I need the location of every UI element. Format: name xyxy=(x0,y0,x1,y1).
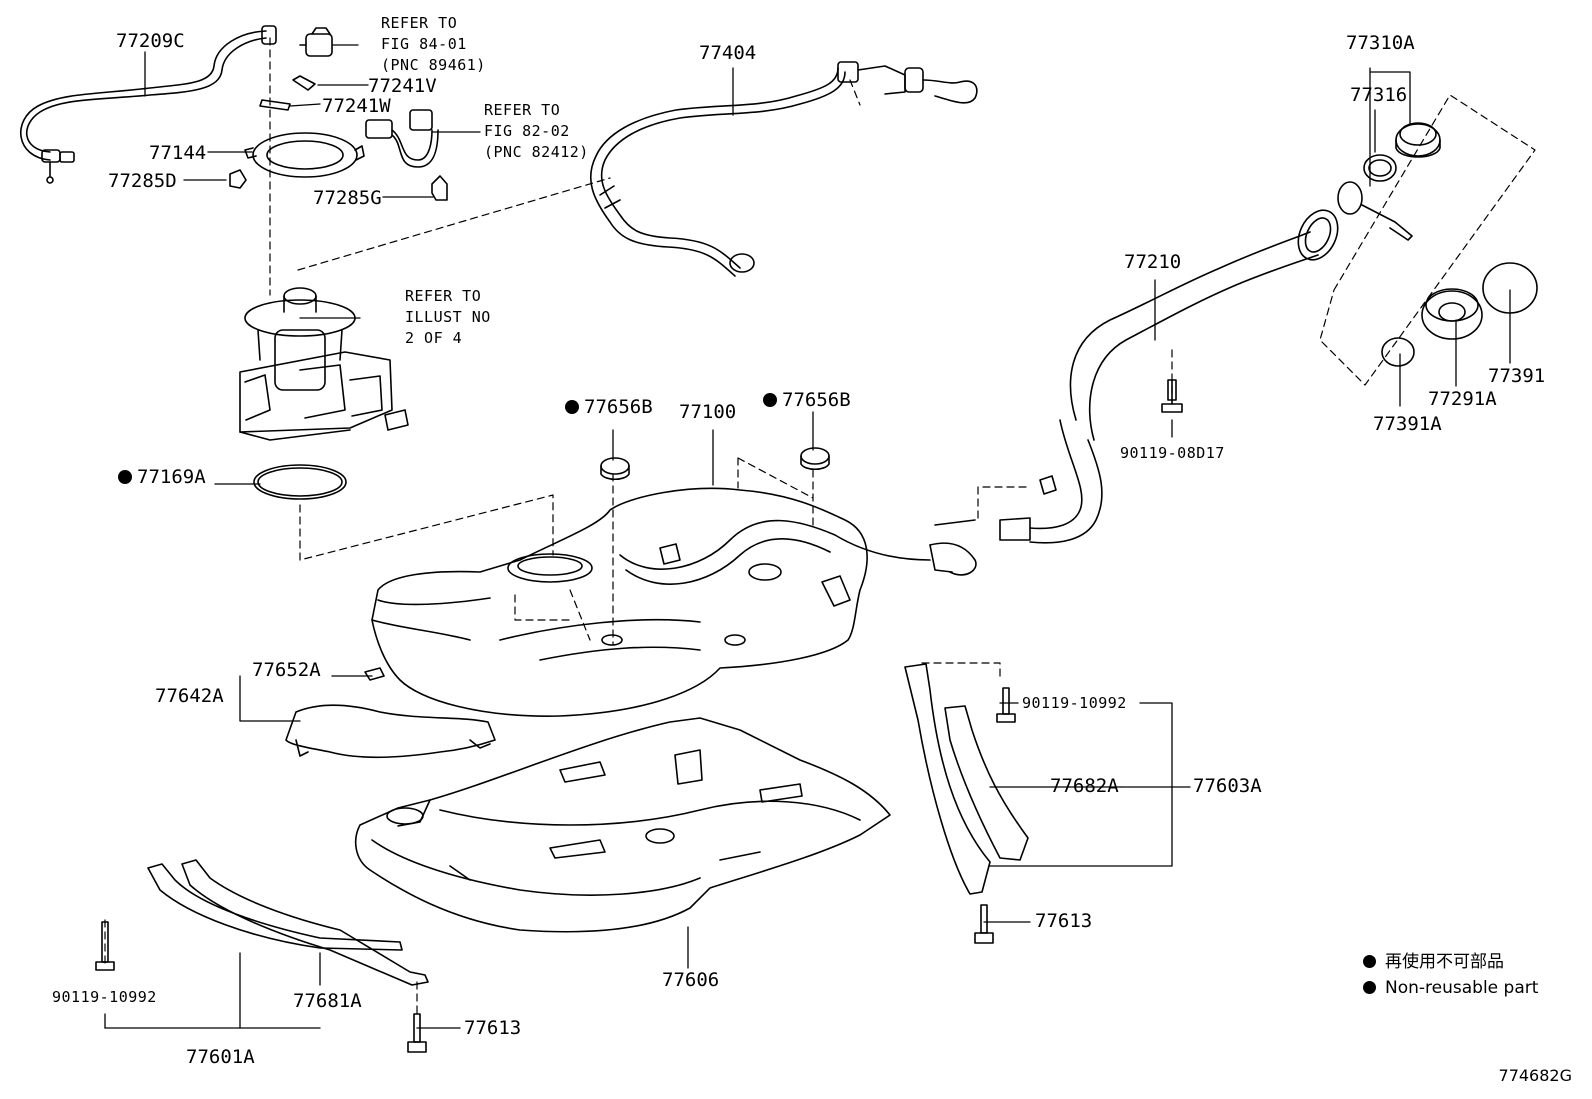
clip-77241v xyxy=(292,75,316,91)
bolt-90119-08d17 xyxy=(1161,379,1183,413)
part-label-77310a[interactable]: 77310A xyxy=(1346,32,1415,54)
fuel-pump-module xyxy=(239,287,409,441)
part-label-77656b-right[interactable]: 77656B xyxy=(763,390,851,411)
leader-lines xyxy=(104,44,1511,1029)
clip-77241w xyxy=(259,99,291,111)
gasket-77316 xyxy=(1363,154,1397,182)
cap-tether xyxy=(1337,181,1413,241)
bolt-77613-left xyxy=(407,1013,427,1053)
grommet-77656b-1 xyxy=(600,457,630,481)
part-label-77603a[interactable]: 77603A xyxy=(1193,775,1262,797)
part-label-77656b-left[interactable]: 77656B xyxy=(565,397,653,418)
vent-hose-77209c xyxy=(20,25,277,184)
part-label-77404[interactable]: 77404 xyxy=(699,42,757,64)
part-label-77391a[interactable]: 77391A xyxy=(1373,413,1442,435)
part-label-77316[interactable]: 77316 xyxy=(1350,84,1408,106)
part-label-77682a[interactable]: 77682A xyxy=(1050,775,1119,797)
part-label-77291a[interactable]: 77291A xyxy=(1428,388,1497,410)
protector-77642a xyxy=(285,667,496,759)
assembly-dashed-lines xyxy=(104,37,1536,1016)
connector-89461 xyxy=(299,27,333,57)
part-label-77613-right[interactable]: 77613 xyxy=(1035,910,1093,932)
part-label-77652a[interactable]: 77652A xyxy=(252,659,321,681)
part-label-77100[interactable]: 77100 xyxy=(679,401,737,423)
part-label-77613-left[interactable]: 77613 xyxy=(464,1017,522,1039)
part-label-77210[interactable]: 77210 xyxy=(1124,251,1182,273)
reference-note-fig-82-02[interactable]: REFER TO FIG 82-02 (PNC 82412) xyxy=(484,101,589,161)
part-label-77285g[interactable]: 77285G xyxy=(313,187,382,209)
legend-dot xyxy=(1363,955,1376,968)
non-reusable-marker xyxy=(565,400,579,414)
hose-77404 xyxy=(589,61,978,277)
legend-non-reusable-en: Non-reusable part xyxy=(1363,978,1538,999)
cap-77291a xyxy=(1421,288,1483,340)
bracket-77285g xyxy=(431,175,448,201)
band-77603a xyxy=(904,663,991,895)
gasket-77169a xyxy=(253,464,347,500)
illustration-code: 774682G xyxy=(1498,1066,1572,1085)
part-label-90119-10992-left[interactable]: 90119-10992 xyxy=(52,988,157,1006)
bolt-90119-10992-left xyxy=(95,921,115,971)
harness-82412 xyxy=(365,109,439,168)
part-label-77681a[interactable]: 77681A xyxy=(293,990,362,1012)
filler-pipe-77210 xyxy=(929,209,1339,576)
part-label-77241w[interactable]: 77241W xyxy=(322,95,391,117)
reference-note-illust-2-of-4[interactable]: REFER TO ILLUST NO 2 OF 4 xyxy=(405,287,491,347)
bolt-90119-10992-right xyxy=(996,687,1016,723)
grommet-77285d xyxy=(229,169,247,189)
part-label-77241v[interactable]: 77241V xyxy=(368,75,437,97)
part-label-77642a[interactable]: 77642A xyxy=(155,685,224,707)
part-label-77169a[interactable]: 77169A xyxy=(118,467,206,488)
part-label-77285d[interactable]: 77285D xyxy=(108,170,177,192)
reference-note-fig-84-01[interactable]: REFER TO FIG 84-01 (PNC 89461) xyxy=(381,14,486,74)
part-label-77209c[interactable]: 77209C xyxy=(116,30,185,52)
retainer-ring-77144 xyxy=(244,132,365,178)
band-77681a xyxy=(147,859,429,986)
fuel-tank-77100 xyxy=(371,487,931,717)
band-77682a xyxy=(944,705,1029,861)
under-cover-77606 xyxy=(354,717,891,933)
part-label-77601a[interactable]: 77601A xyxy=(186,1046,255,1068)
seal-77391a xyxy=(1381,337,1415,367)
part-label-77606[interactable]: 77606 xyxy=(662,969,720,991)
part-label-90119-10992-right[interactable]: 90119-10992 xyxy=(1022,694,1127,712)
bolt-77613-right xyxy=(974,904,994,944)
grommet-77656b-2 xyxy=(800,447,830,471)
seal-77391 xyxy=(1482,262,1538,314)
non-reusable-marker xyxy=(118,470,132,484)
part-label-77144[interactable]: 77144 xyxy=(149,142,207,164)
non-reusable-marker xyxy=(763,393,777,407)
cap-77310a xyxy=(1395,122,1441,158)
legend-dot xyxy=(1363,981,1376,994)
part-label-90119-08d17[interactable]: 90119-08D17 xyxy=(1120,444,1225,462)
legend-non-reusable-jp: 再使用不可部品 xyxy=(1363,952,1504,973)
part-label-77391[interactable]: 77391 xyxy=(1488,365,1546,387)
